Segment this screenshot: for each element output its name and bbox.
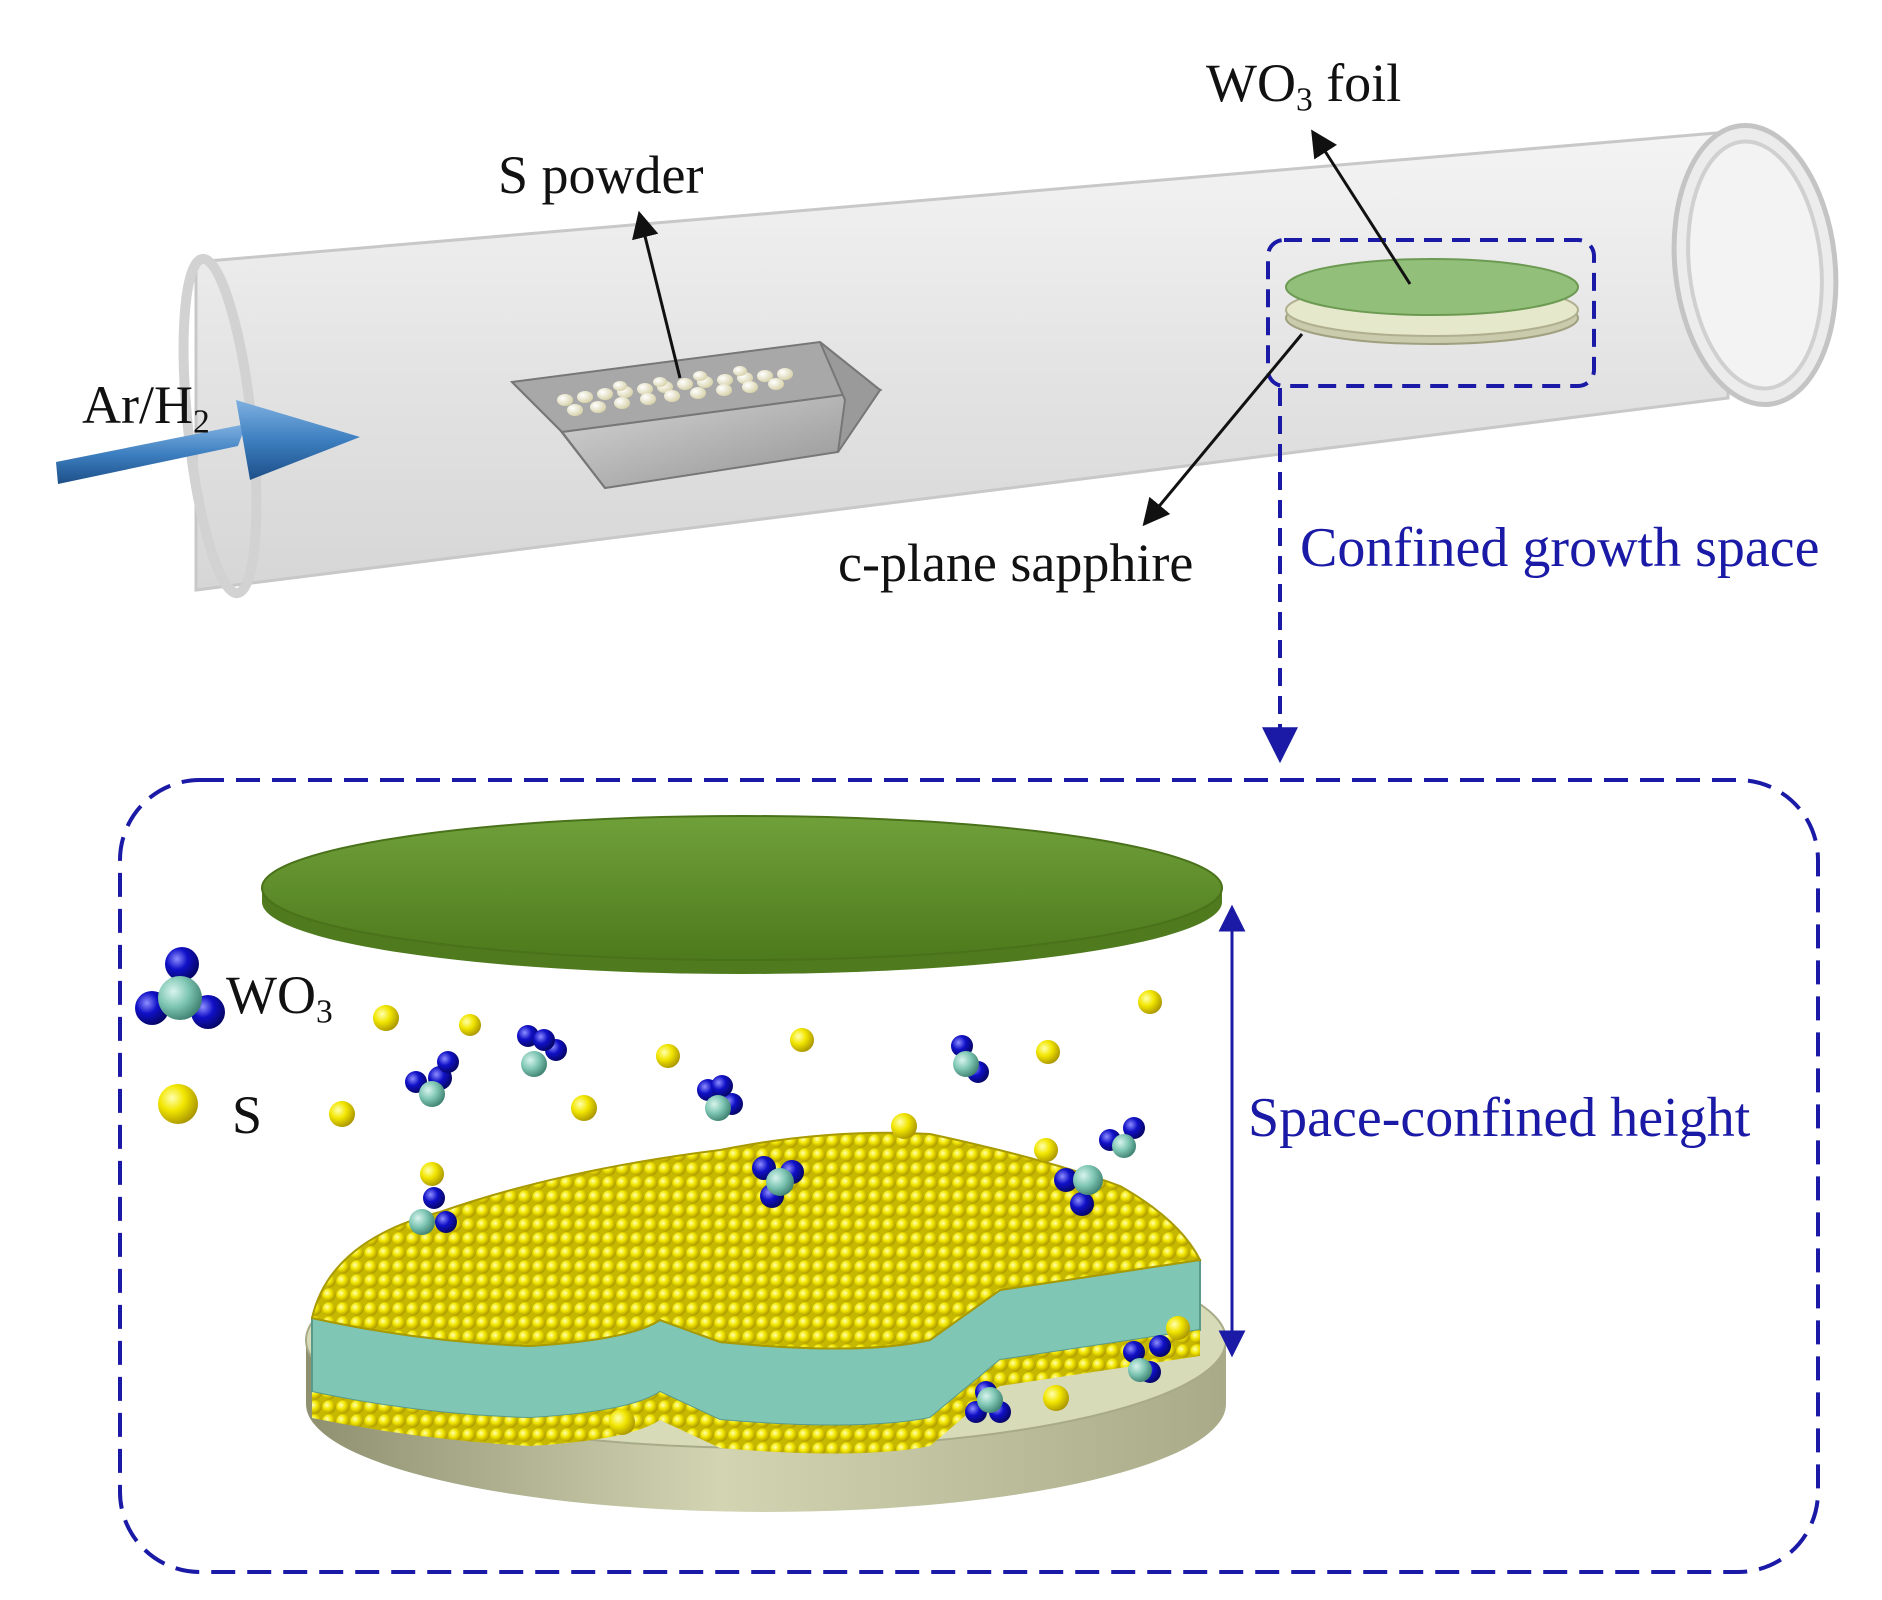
wo3-foil-label: WO3 foil xyxy=(1206,53,1402,119)
gas-flow-arrow-icon xyxy=(56,400,360,484)
floating-wo3-molecules xyxy=(405,1025,1171,1423)
sulfur-boat xyxy=(509,340,883,490)
c-plane-sapphire-label: c-plane sapphire xyxy=(838,533,1194,593)
wo3-molecule xyxy=(965,1381,1011,1423)
ws2-monolayer-surface xyxy=(310,1131,1202,1350)
wo3-molecule xyxy=(517,1025,567,1077)
wo3-molecule xyxy=(405,1051,459,1107)
wo3-molecule xyxy=(1054,1165,1103,1216)
wo3-molecule xyxy=(752,1156,804,1208)
confined-space-highlight xyxy=(1266,238,1596,388)
quartz-tube xyxy=(178,123,1839,599)
wo3-foil-pointer xyxy=(1311,129,1412,285)
wo3-molecule xyxy=(951,1035,989,1083)
wo3-molecule xyxy=(1099,1117,1145,1158)
wo3-molecule xyxy=(697,1075,743,1121)
legend-s-label: S xyxy=(232,1085,263,1145)
floating-sulfur-atoms xyxy=(329,990,1190,1435)
space-confined-height-label: Space-confined height xyxy=(1248,1087,1751,1149)
legend-wo3-label: WO3 xyxy=(226,965,333,1031)
sulfur-atom-legend-icon xyxy=(158,1084,198,1124)
confined-growth-space-label: Confined growth space xyxy=(1300,517,1820,579)
sulfur-powder-grains xyxy=(557,366,793,416)
wo3-molecule xyxy=(1123,1335,1171,1383)
s-powder-label: S powder xyxy=(498,145,704,205)
wo3-foil-plate xyxy=(261,815,1223,974)
s-powder-pointer xyxy=(632,210,682,379)
c-plane-pointer xyxy=(1142,333,1304,527)
ar-h2-label: Ar/H2 xyxy=(82,375,210,441)
zoom-panel-frame xyxy=(118,778,1820,1574)
wo3-molecule-legend-icon xyxy=(135,947,225,1029)
wo3-molecule xyxy=(409,1187,457,1235)
tube-substrate-stack xyxy=(1285,258,1579,345)
